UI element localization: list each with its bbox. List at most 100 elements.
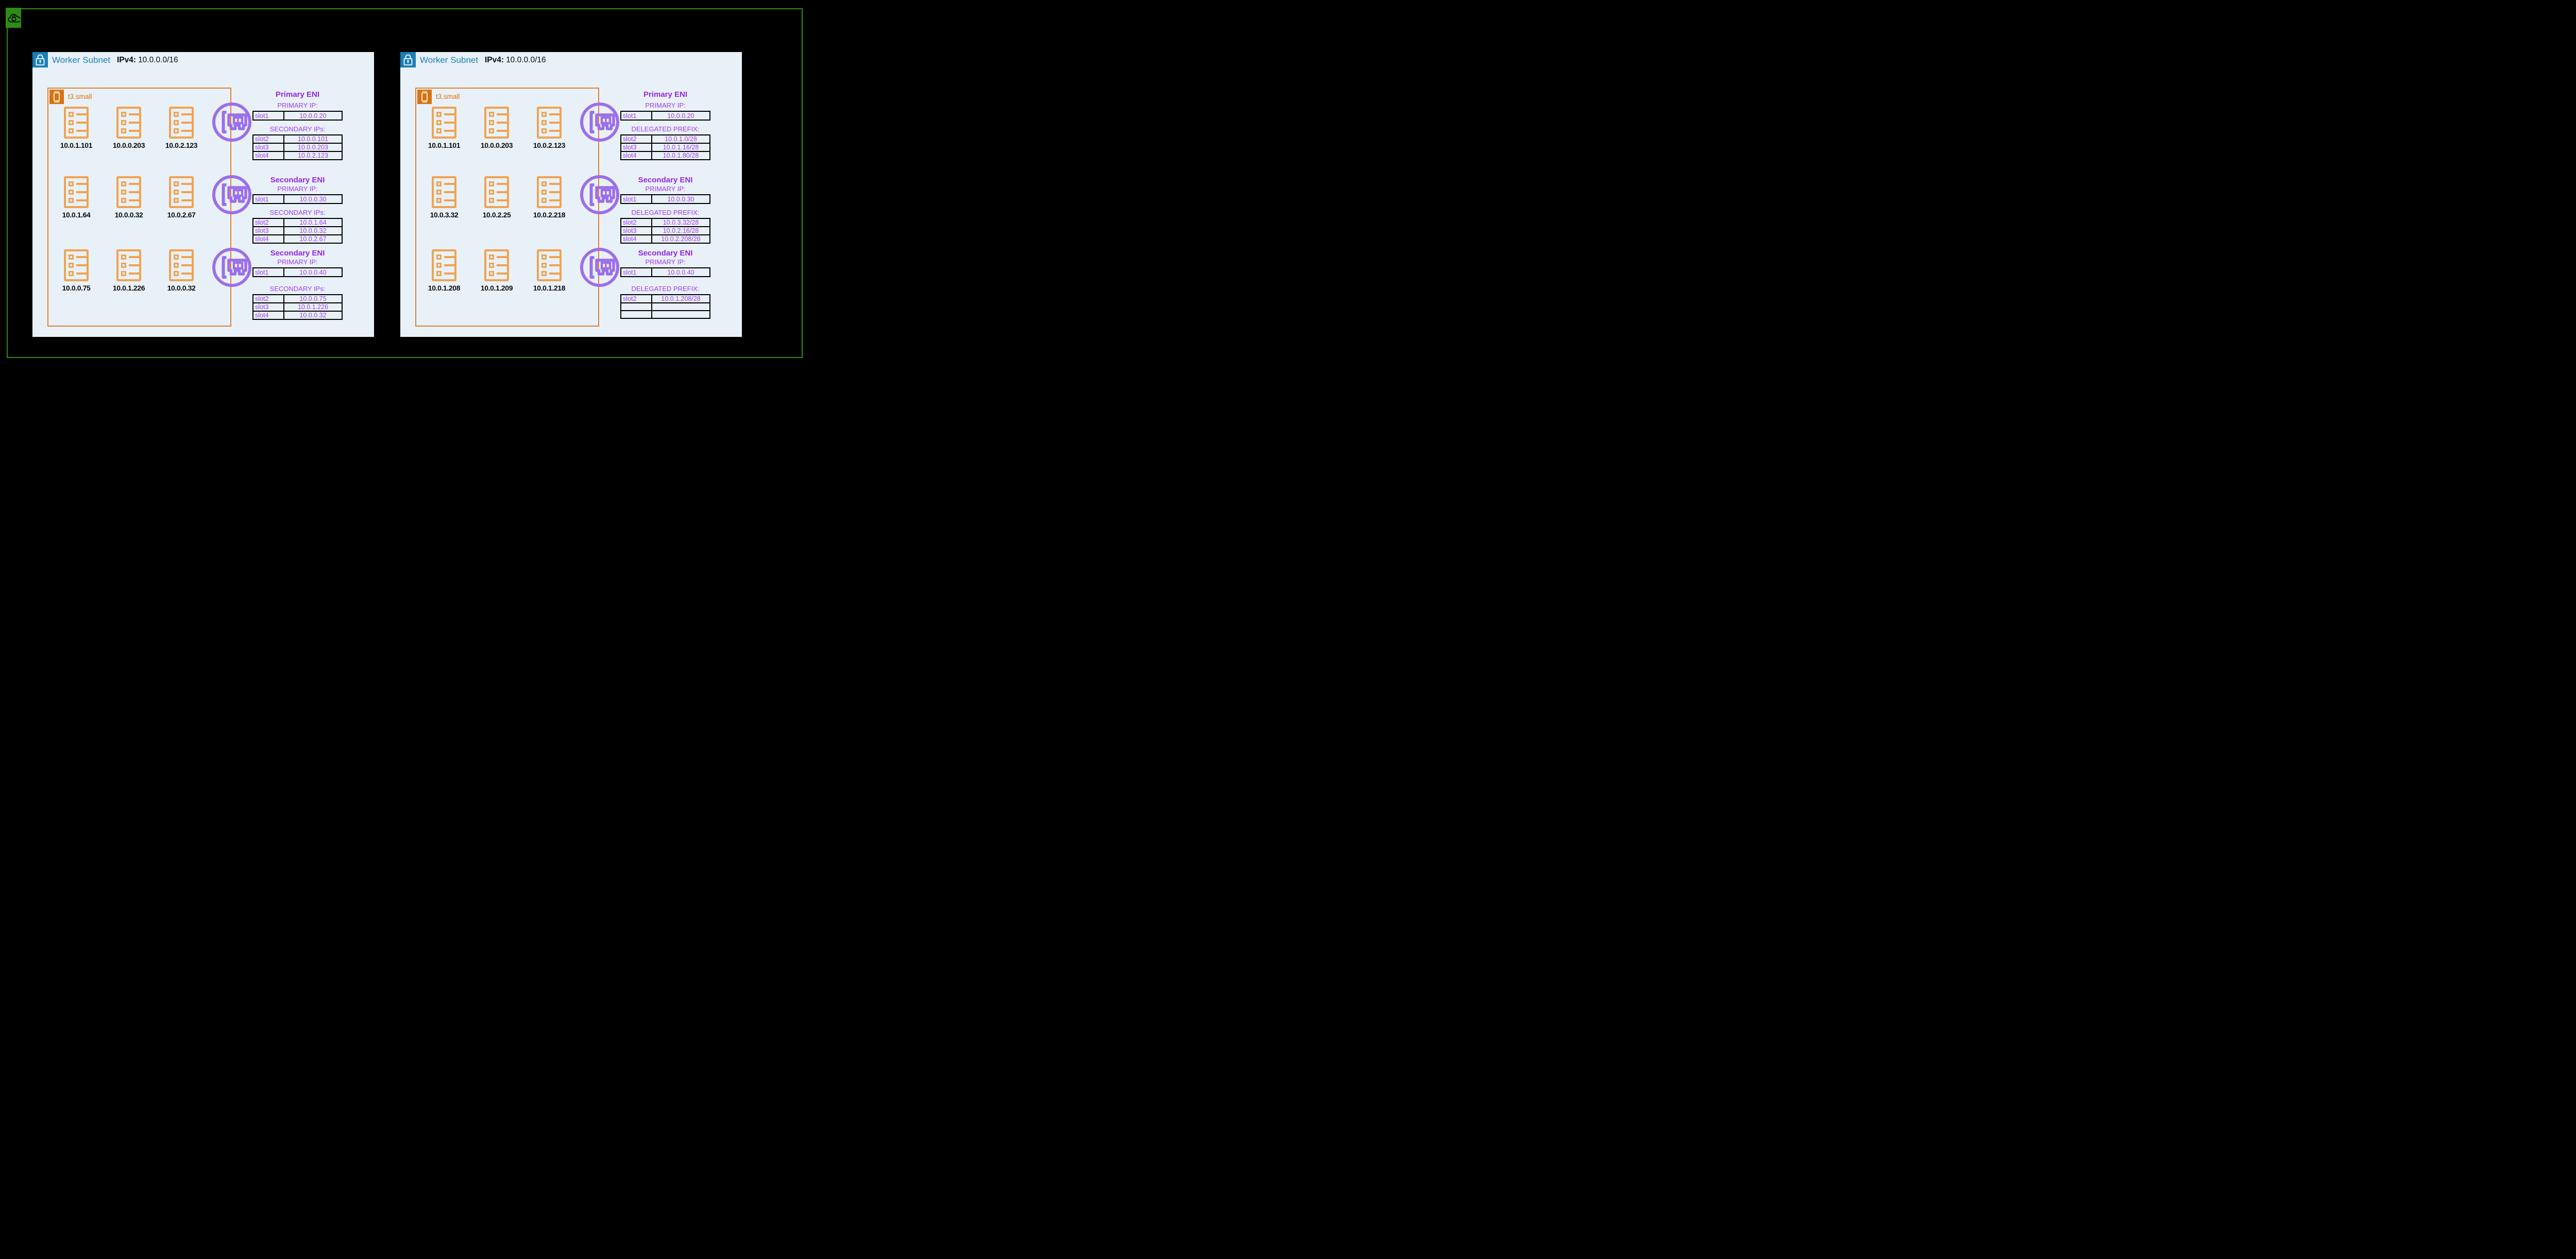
eni-icon [579, 174, 620, 215]
eni-title: Secondary ENI [638, 176, 693, 184]
pod-ip-label: 10.0.2.123 [165, 141, 198, 149]
cidr-label: IPv4: [485, 56, 504, 64]
eni-title: Primary ENI [275, 90, 320, 99]
pod-ip-label: 10.0.2.25 [482, 211, 511, 219]
pod-icon [116, 176, 141, 208]
secondary-ips-label: SECONDARY IPs: [269, 125, 326, 133]
pod-icon [169, 249, 194, 281]
primary-ip-label: PRIMARY IP: [645, 258, 686, 266]
pod-ip-label: 10.0.1.209 [480, 284, 513, 292]
subnet-cidr: IPv4:10.0.0.0/16 [485, 56, 546, 65]
pod-icon [432, 249, 456, 281]
pod-icon [116, 249, 141, 281]
delegated-prefix-label: DELEGATED PREFIX: [631, 285, 700, 293]
worker-subnet-panel-secondary-ip: Worker Subnet IPv4:10.0.0.0/16 t3.small … [32, 52, 374, 337]
primary-ip-label: PRIMARY IP: [277, 185, 318, 193]
pod-icon [64, 107, 89, 139]
pod-icon [169, 176, 194, 208]
primary-ip-label: PRIMARY IP: [277, 258, 318, 266]
instance-chip-icon [417, 90, 432, 104]
vpc-boundary [7, 8, 803, 358]
pod-ip-label: 10.0.1.226 [112, 284, 145, 292]
pod-icon [537, 107, 562, 139]
primary-ip-label: PRIMARY IP: [645, 185, 686, 193]
pod-icon [537, 176, 562, 208]
eni-icon [579, 247, 620, 288]
pod-ip-label: 10.0.0.32 [167, 284, 196, 292]
pod-icon [537, 249, 562, 281]
instance-type-label: t3.small [436, 93, 460, 100]
pod-ip-label: 10.0.2.218 [533, 211, 566, 219]
eni-icon [211, 101, 252, 143]
pod-icon [484, 107, 509, 139]
pod-icon [484, 176, 509, 208]
cidr-value: 10.0.0.0/16 [138, 56, 178, 64]
pod-ip-label: 10.0.1.101 [428, 141, 461, 149]
pod-icon [64, 176, 89, 208]
subnet-title: Worker Subnet [52, 55, 111, 65]
cidr-label: IPv4: [117, 56, 137, 64]
pod-ip-label: 10.0.0.203 [112, 141, 145, 149]
eni-icon [211, 174, 252, 215]
pod-ip-label: 10.0.1.218 [533, 284, 566, 292]
eni-title: Secondary ENI [270, 249, 325, 258]
delegated-prefix-label: DELEGATED PREFIX: [631, 125, 700, 133]
pod-ip-label: 10.0.1.64 [62, 211, 91, 219]
instance-boundary [415, 88, 599, 327]
pod-ip-label: 10.0.3.32 [430, 211, 459, 219]
worker-subnet-panel-prefix-delegation: Worker Subnet IPv4:10.0.0.0/16 t3.small … [400, 52, 742, 337]
instance-type-label: t3.small [68, 93, 92, 100]
pod-ip-label: 10.0.1.208 [428, 284, 461, 292]
pod-ip-label: 10.0.0.203 [480, 141, 513, 149]
pod-ip-label: 10.0.2.123 [533, 141, 566, 149]
subnet-title: Worker Subnet [420, 55, 479, 65]
pod-icon [169, 107, 194, 139]
vpc-cloud-lock-icon [6, 8, 21, 28]
primary-ip-label: PRIMARY IP: [645, 101, 686, 109]
subnet-lock-icon [32, 52, 48, 67]
subnet-cidr: IPv4:10.0.0.0/16 [117, 56, 178, 65]
eni-title: Secondary ENI [270, 176, 325, 184]
eni-title: Secondary ENI [638, 249, 693, 258]
pod-icon [432, 176, 456, 208]
pod-icon [484, 249, 509, 281]
diagram-canvas: Worker Subnet IPv4:10.0.0.0/16 t3.small … [0, 0, 808, 360]
pod-icon [64, 249, 89, 281]
secondary-ips-label: SECONDARY IPs: [269, 285, 326, 293]
cidr-value: 10.0.0.0/16 [506, 56, 546, 64]
eni-icon [579, 101, 620, 143]
table-row [620, 310, 710, 319]
delegated-prefix-label: DELEGATED PREFIX: [631, 209, 700, 216]
